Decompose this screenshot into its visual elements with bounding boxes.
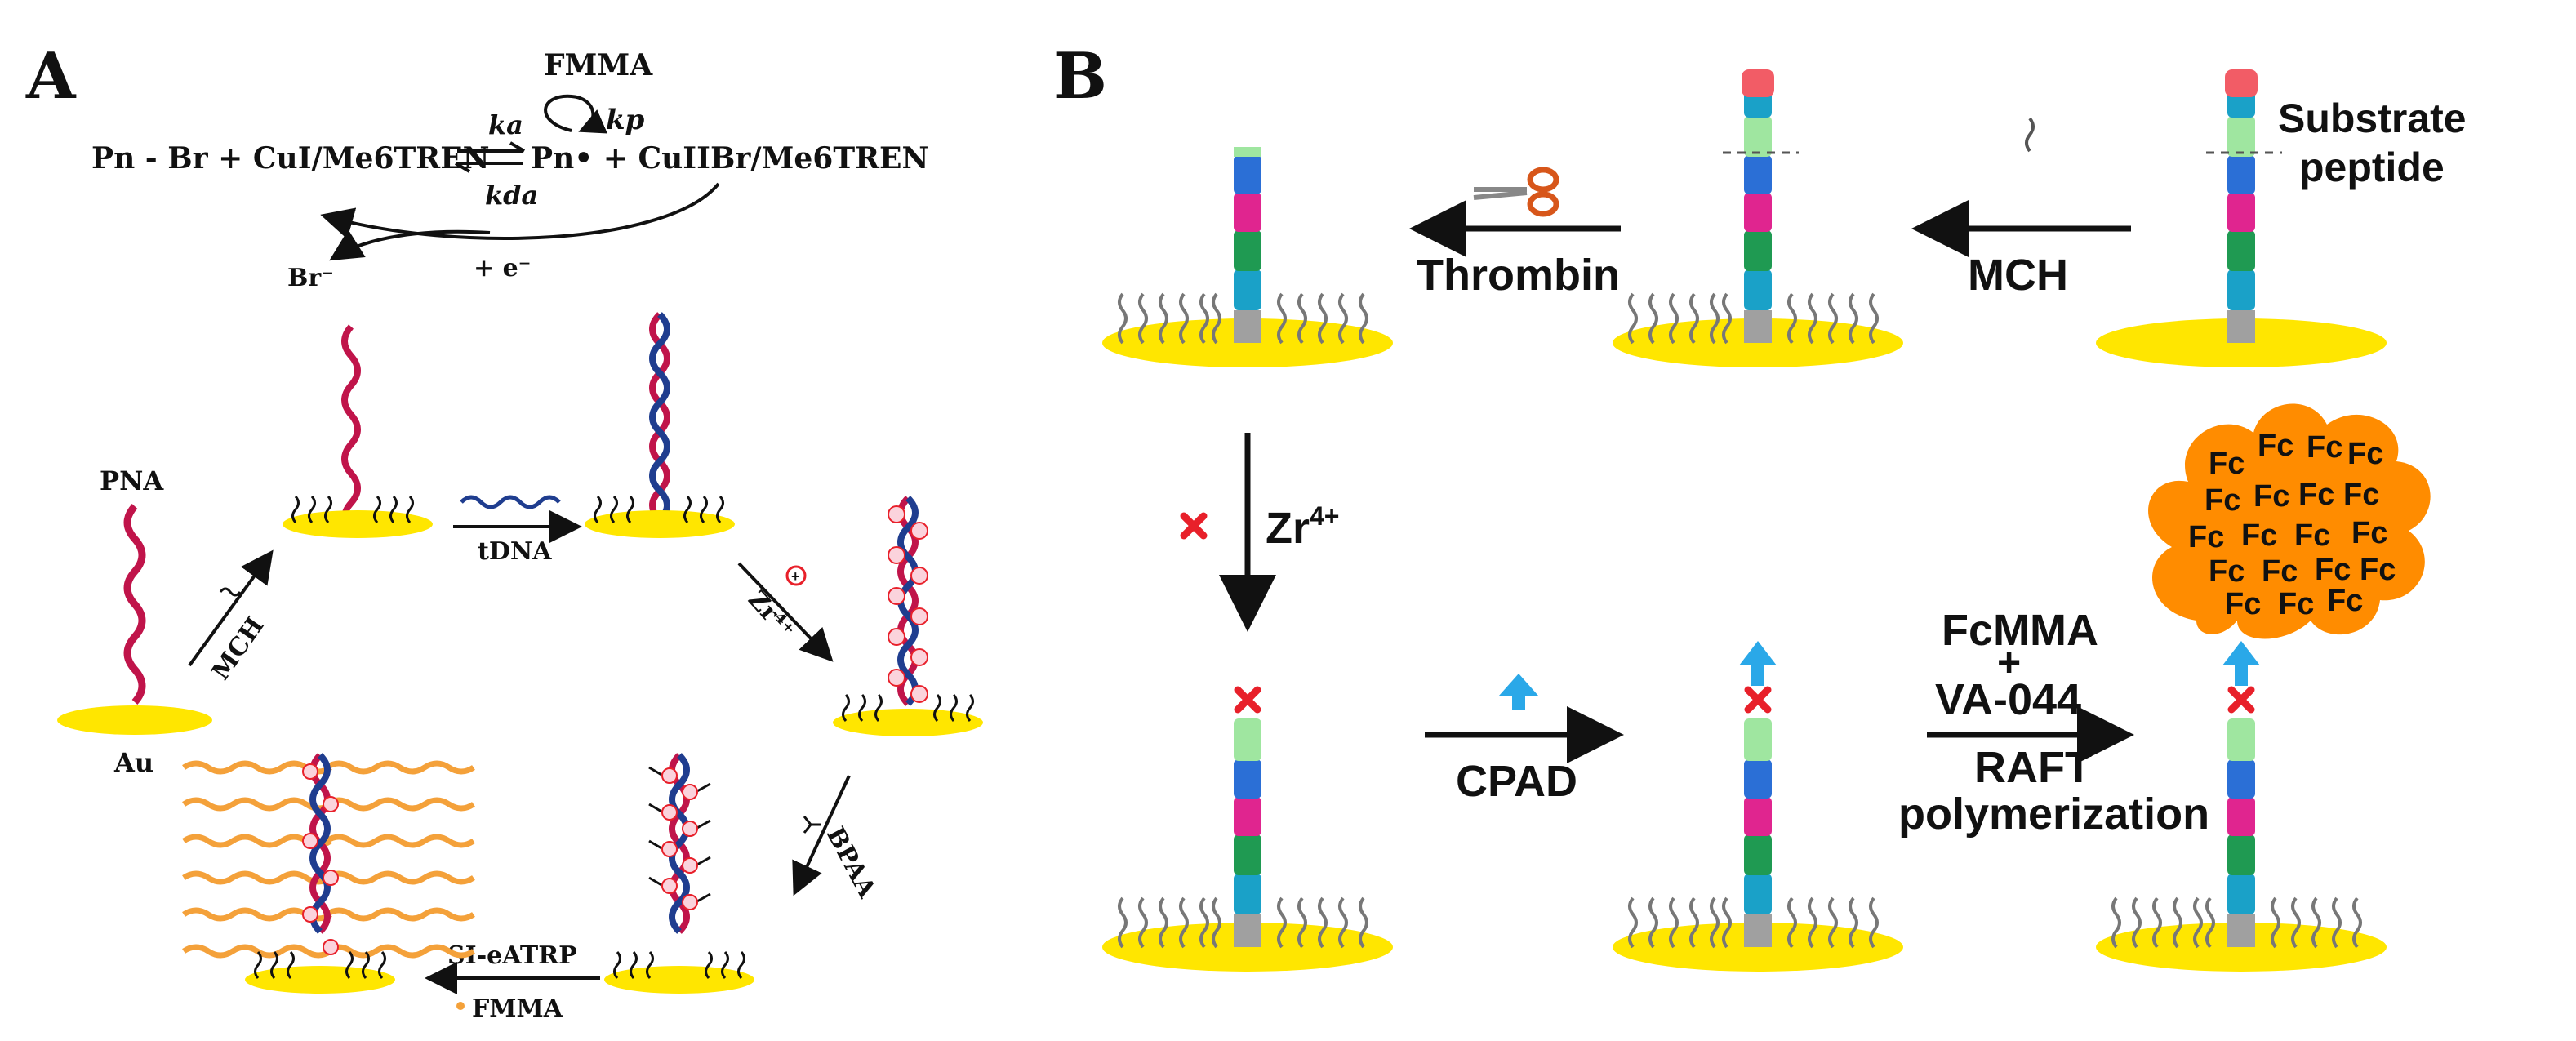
zr-bound-electrode xyxy=(1102,686,1393,972)
fc-label: Fc xyxy=(2298,478,2334,512)
tdna-step: tDNA xyxy=(453,495,582,566)
thrombin-label: Thrombin xyxy=(1417,251,1620,300)
panel-b: B Substrate peptide MCH xyxy=(1053,39,2467,972)
scissors-icon xyxy=(1473,167,1559,217)
fc-label: Fc xyxy=(2294,518,2330,553)
zr-label-a: Zr⁴⁺ xyxy=(742,585,800,645)
fc-label: Fc xyxy=(2347,437,2383,471)
polymer-brush-electrode xyxy=(182,753,475,994)
duplex-electrode xyxy=(585,312,735,538)
fc-label: Fc xyxy=(2307,430,2342,465)
ka-label: ka xyxy=(488,109,523,140)
right-species: Pn• + CuIIBr/Me6TREN xyxy=(531,141,928,176)
substrate-label: Substrate xyxy=(2278,96,2467,141)
zr-duplex-electrode xyxy=(833,496,983,736)
raft-label: RAFT xyxy=(1974,743,2092,792)
fc-label: Fc xyxy=(2225,587,2261,621)
polymerized-electrode: Fc Fc Fc Fc Fc Fc Fc Fc Fc Fc Fc Fc Fc F… xyxy=(2096,403,2431,972)
mch-label-b: MCH xyxy=(1968,251,2068,300)
atrp-scheme: FMMA kp Pn - Br + CuI/Me6TREN ka kda Pn•… xyxy=(91,48,928,292)
pna-label: PNA xyxy=(100,465,164,496)
fc-label: Fc xyxy=(2262,554,2298,589)
cpad-bound-electrode xyxy=(1613,641,1903,972)
zr-step-a: + Zr⁴⁺ xyxy=(737,562,834,662)
raft-step: FcMMA + VA-044 RAFT polymerization xyxy=(1898,606,2209,839)
fmma-label-bottom: FMMA xyxy=(472,994,563,1023)
fc-polymer-blob xyxy=(2148,403,2431,639)
bromide-label: Br⁻ xyxy=(287,264,334,292)
bpaa-step: BPAA xyxy=(792,775,882,903)
zr-charge: 4+ xyxy=(1310,501,1339,531)
red-cross-icon xyxy=(1180,512,1208,540)
fc-label: Fc xyxy=(2343,478,2379,512)
zr-label-b: Zr4+ xyxy=(1266,501,1339,553)
pna-strand xyxy=(123,503,146,705)
zr-step-b: Zr4+ xyxy=(1180,433,1339,632)
au-label: Au xyxy=(113,747,153,778)
thrombin-step: Thrombin xyxy=(1409,167,1621,300)
fmma-label: FMMA xyxy=(544,48,653,82)
blue-arrow-icon xyxy=(1499,674,1538,710)
substrate-mch-electrode xyxy=(1613,69,1903,367)
bromide-arrow xyxy=(329,229,491,261)
polymerization-label: polymerization xyxy=(1898,790,2209,839)
panel-a: A FMMA kp Pn - Br + CuI/Me6TREN ka kda P… xyxy=(25,39,983,1023)
mch-label-a: MCH xyxy=(207,612,270,686)
left-species: Pn - Br + CuI/Me6TREN xyxy=(91,141,490,176)
mch-step-b: MCH xyxy=(1911,117,2131,300)
cleaved-electrode xyxy=(1102,147,1393,367)
pna-electrode: PNA Au xyxy=(57,465,212,778)
zr-symbol: Zr xyxy=(1266,504,1310,553)
cpad-label: CPAD xyxy=(1456,757,1577,806)
fc-label: Fc xyxy=(2315,553,2351,587)
mch-step: MCH xyxy=(188,549,274,686)
fc-label: Fc xyxy=(2209,447,2245,481)
fmma-dot xyxy=(456,1002,465,1010)
fc-label: Fc xyxy=(2327,584,2363,618)
fc-label: Fc xyxy=(2360,553,2396,587)
va044-label: VA-044 xyxy=(1935,675,2081,724)
kp-label: kp xyxy=(606,104,645,136)
fc-label: Fc xyxy=(2241,518,2277,553)
fc-label: Fc xyxy=(2258,429,2293,463)
fc-label: Fc xyxy=(2188,520,2224,554)
fc-label: Fc xyxy=(2278,587,2314,621)
svg-text:+: + xyxy=(791,568,800,585)
panel-a-letter: A xyxy=(25,39,77,113)
tdna-label: tDNA xyxy=(478,537,552,566)
substrate-electrode: Substrate peptide xyxy=(2096,69,2467,367)
pna-mch-electrode xyxy=(283,324,433,538)
reduction-arrow xyxy=(320,182,720,240)
fc-label: Fc xyxy=(2351,516,2387,550)
kda-label: kda xyxy=(485,180,538,211)
fc-label: Fc xyxy=(2253,479,2289,514)
plus-label: + xyxy=(1997,639,2021,685)
kp-symbol: kp xyxy=(606,104,645,136)
au-electrode xyxy=(57,705,212,735)
fc-label: Fc xyxy=(2205,483,2240,518)
peptide-label: peptide xyxy=(2299,145,2445,190)
bpaa-label: BPAA xyxy=(821,822,882,903)
bpaa-duplex-electrode xyxy=(604,753,754,994)
cpad-step: CPAD xyxy=(1425,674,1624,806)
fcmma-label: FcMMA xyxy=(1942,606,2098,655)
panel-b-letter: B xyxy=(1053,39,1107,113)
kp-loop-arrow xyxy=(544,94,608,134)
electron-label: + e⁻ xyxy=(474,254,532,282)
fc-label: Fc xyxy=(2209,554,2245,589)
